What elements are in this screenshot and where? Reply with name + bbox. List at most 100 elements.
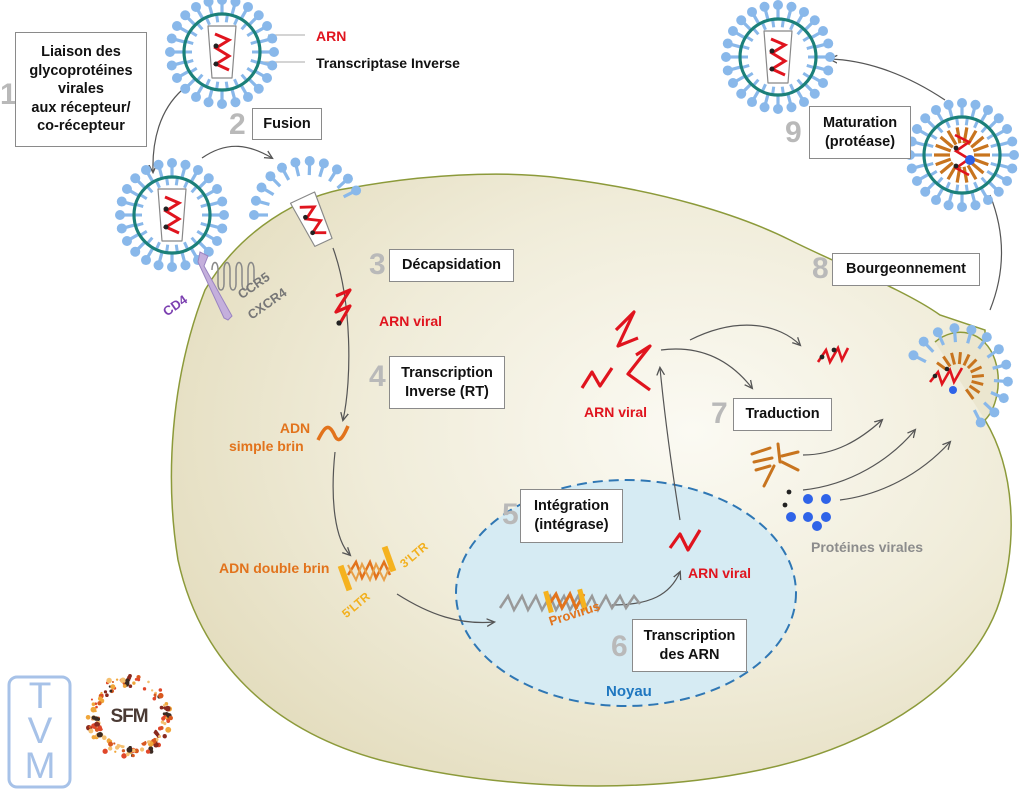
sfm-dot <box>127 747 133 753</box>
sfm-dot <box>110 684 115 689</box>
envelope-spike-head <box>180 260 190 270</box>
protease <box>965 155 975 165</box>
envelope-spike-head <box>786 102 796 112</box>
sfm-dot <box>108 742 113 747</box>
envelope-spike-head <box>172 21 182 31</box>
envelope-spike-head <box>912 124 922 134</box>
capsid <box>764 31 792 83</box>
envelope-spike-head <box>1001 360 1011 370</box>
sfm-dot <box>108 746 112 750</box>
envelope-spike-head <box>277 163 287 173</box>
sfm-dot <box>140 747 144 751</box>
envelope-spike-head <box>728 78 738 88</box>
sfm-dot <box>165 727 171 733</box>
envelope-spike-head <box>818 26 828 36</box>
step-box-3-uncoating: Décapsidation <box>389 249 514 282</box>
envelope-spike-head <box>983 105 993 115</box>
sfm-dot <box>143 687 146 690</box>
sfm-dot <box>159 688 163 692</box>
reverse-transcriptase <box>933 374 938 379</box>
reverse-transcriptase <box>954 146 959 151</box>
reverse-transcriptase <box>164 207 169 212</box>
sfm-dot <box>154 693 157 696</box>
envelope-spike-head <box>167 34 177 44</box>
sfm-dot <box>158 735 161 738</box>
envelope-spike-head <box>262 21 272 31</box>
tvm-letter-t: T <box>14 678 66 713</box>
envelope-spike-head <box>115 210 125 220</box>
sfm-dot <box>164 735 167 738</box>
envelope-spike-head <box>117 197 127 207</box>
sfm-dot <box>116 678 118 680</box>
envelope-spike-head <box>204 0 214 7</box>
sfm-dot <box>154 738 156 740</box>
sfm-dot <box>109 690 112 693</box>
envelope-spike-head <box>243 2 253 12</box>
envelope-spike-head <box>970 200 980 210</box>
envelope-spike-stem <box>265 190 274 195</box>
envelope-spike-head <box>193 165 203 175</box>
envelope-spike-head <box>931 195 941 205</box>
reverse-transcriptase <box>214 62 219 67</box>
envelope-spike-stem <box>260 202 270 205</box>
step-number-8: 8 <box>812 252 829 286</box>
envelope-spike-head <box>262 73 272 83</box>
envelope-spike-head <box>267 60 277 70</box>
label-arn-viral-uncoated: ARN viral <box>379 313 442 329</box>
envelope-spike-head <box>191 92 201 102</box>
envelope-spike-head <box>931 105 941 115</box>
envelope-spike-head <box>823 39 833 49</box>
envelope-spike-head <box>994 344 1004 354</box>
step-number-5: 5 <box>502 498 519 532</box>
envelope-spike-head <box>167 262 177 272</box>
sfm-dot <box>122 749 125 752</box>
envelope-spike-head <box>212 184 222 194</box>
virion-immature <box>905 98 1019 212</box>
sfm-dot <box>132 754 135 757</box>
envelope-spike-stem <box>329 173 334 181</box>
tvm-letter-m: M <box>14 748 66 783</box>
sfm-dot <box>123 683 125 685</box>
envelope-spike-head <box>920 187 930 197</box>
sfm-dot <box>92 735 96 739</box>
envelope-spike-head <box>305 156 315 166</box>
envelope-spike-head <box>257 183 267 193</box>
sfm-dot <box>92 702 96 706</box>
envelope-spike-head <box>243 92 253 102</box>
envelope-spike-head <box>269 47 279 57</box>
sfm-dot <box>100 692 102 694</box>
tvm-letter-v: V <box>14 713 66 748</box>
legend-arn: ARN <box>316 28 346 44</box>
sfm-dot <box>97 732 102 737</box>
sfm-dot <box>151 689 153 691</box>
envelope-spike-head <box>1002 124 1012 134</box>
virion-mature <box>721 0 835 114</box>
viral-rna <box>955 135 969 175</box>
sfm-dot <box>158 693 163 698</box>
sfm-dot <box>106 678 111 683</box>
envelope-spike-head <box>912 176 922 186</box>
step-box-7-translation: Traduction <box>733 398 832 431</box>
envelope-spike-head <box>799 7 809 17</box>
envelope-spike-head <box>728 26 738 36</box>
envelope-spike-head <box>167 60 177 70</box>
sfm-dot <box>89 726 91 728</box>
envelope-spike-head <box>230 97 240 107</box>
envelope-spike-stem <box>284 171 289 180</box>
envelope-spike-stem <box>338 181 345 188</box>
envelope-spike-head <box>219 210 229 220</box>
envelope-spike-head <box>351 185 361 195</box>
envelope-spike-head <box>933 327 943 337</box>
sfm-dot <box>146 750 150 754</box>
envelope-spike-head <box>212 236 222 246</box>
sfm-dot <box>94 722 99 727</box>
envelope-spike-head <box>217 0 227 5</box>
envelope-spike-head <box>944 200 954 210</box>
envelope-spike-head <box>999 393 1009 403</box>
sfm-dot <box>129 684 133 688</box>
arrow-maturation <box>830 59 945 100</box>
sfm-dot <box>112 681 114 683</box>
envelope-spike-head <box>983 195 993 205</box>
envelope-spike-head <box>267 34 277 44</box>
sfm-dot <box>126 752 130 756</box>
